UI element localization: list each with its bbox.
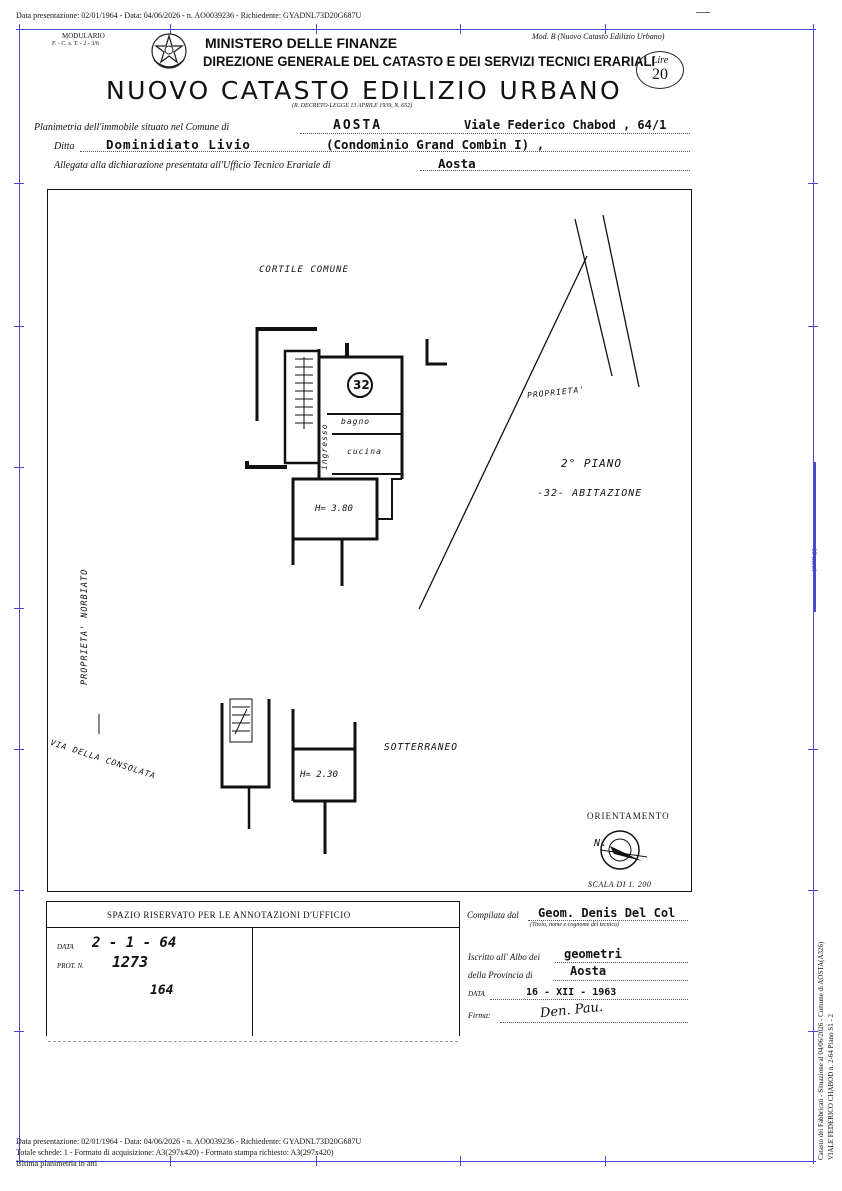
iscritto-dots [555, 962, 688, 963]
row2-ditta: Dominidiato Livio [106, 137, 251, 152]
corner-dash [696, 12, 710, 13]
prot-value: 1273 [112, 953, 149, 971]
row1-label: Planimetria dell'immobile situato nel Co… [34, 122, 230, 133]
bottom-meta-line1: Data presentazione: 02/01/1964 - Data: 0… [16, 1137, 362, 1146]
extra-value: 164 [150, 983, 174, 998]
modulario-sub: F. - C. s. T. - 2 - 3/6 [52, 41, 99, 47]
side-id-label: 10 metri [810, 548, 818, 572]
compilata-label: Compilata dal [467, 910, 519, 920]
annotation-box [46, 901, 460, 1036]
main-title: NUOVO CATASTO EDILIZIO URBANO [106, 76, 623, 105]
ruler-tick [14, 1031, 24, 1032]
ruler-tick [170, 24, 171, 34]
floor-plan-drawing [98, 214, 648, 870]
orientamento-label: ORIENTAMENTO [587, 811, 670, 821]
frame-right-inner [814, 462, 816, 612]
ruler-tick [14, 608, 24, 609]
height-floor: H= 3.80 [315, 504, 353, 514]
ruler-tick [605, 1156, 606, 1166]
ruler-tick [14, 467, 24, 468]
ruler-tick [14, 183, 24, 184]
compilata-value: Geom. Denis Del Col [538, 906, 676, 920]
frame-bottom [16, 1161, 816, 1162]
row3-ufficio: Aosta [438, 156, 476, 171]
direction-title: DIREZIONE GENERALE DEL CATASTO E DEI SER… [203, 54, 656, 69]
stamp-badge: Lire 20 [636, 51, 684, 89]
ruler-tick [14, 749, 24, 750]
row1-dots [300, 133, 690, 134]
mod-b-label: Mod. B (Nuovo Catasto Edilizio Urbano) [532, 32, 665, 41]
row2-dots [80, 151, 690, 152]
compilata-sub: (Titolo, nome e cognome del tecnico) [530, 922, 619, 928]
stamp-line2: 20 [652, 66, 668, 83]
side-right-line1: Catasto dei Fabbricati - Situazione al 0… [817, 941, 825, 1160]
annotation-split [252, 927, 253, 1036]
data-label: DATA [57, 943, 74, 951]
data2-dots [490, 999, 688, 1000]
provincia-label: della Provincia di [468, 970, 533, 980]
compilata-dots [528, 920, 688, 921]
spazio-label: SPAZIO RISERVATO PER LE ANNOTAZIONI D'UF… [107, 910, 351, 920]
abitazione-label: -32- ABITAZIONE [537, 488, 643, 499]
sotterraneo-label: SOTTERRANEO [384, 742, 458, 753]
provincia-dots [553, 980, 688, 981]
iscritto-label: Iscritto all' Albo dei [468, 952, 541, 962]
republic-emblem-icon [151, 33, 187, 69]
side-right-line2: VIALE FEDERICO CHABOD n. 2-64 Piano S1 -… [827, 1013, 835, 1160]
row2-label: Ditta [54, 141, 75, 152]
provincia-value: Aosta [570, 964, 607, 978]
stamp-line1: Lire [651, 55, 669, 66]
decree-text: (R. DECRETO-LEGGE 13 APRILE 1939, N. 652… [292, 103, 413, 109]
frame-right [813, 24, 814, 1164]
bottom-meta-line3: Ultima planimetria in atti [16, 1159, 98, 1168]
ruler-tick [460, 24, 461, 34]
bagno-label: bagno [341, 417, 371, 426]
frame-left [19, 24, 20, 1164]
ruler-tick [14, 890, 24, 891]
height-basement: H= 2.30 [300, 770, 338, 780]
ruler-tick [808, 749, 818, 750]
ruler-tick [14, 326, 24, 327]
north-label: N. [594, 838, 609, 849]
ruler-tick [808, 890, 818, 891]
frame-top [16, 29, 816, 30]
scan-dash [48, 1041, 458, 1042]
ruler-tick [808, 1031, 818, 1032]
ruler-tick [460, 1156, 461, 1166]
row3-dots [420, 170, 690, 171]
ruler-tick [808, 183, 818, 184]
unit-number: 32 [353, 378, 370, 392]
ministry-title: MINISTERO DELLE FINANZE [205, 35, 398, 51]
row3-label: Allegata alla dichiarazione presentata a… [54, 160, 331, 171]
data2-value: 16 - XII - 1963 [526, 987, 617, 998]
bottom-meta-line2: Totale schede: 1 - Formato di acquisizio… [16, 1148, 334, 1157]
firma-value: Den. Pau. [539, 999, 604, 1022]
iscritto-value: geometri [564, 947, 622, 961]
plan-frame [47, 189, 692, 892]
modulario-label: MODULARIO [62, 32, 105, 40]
annotation-divider [46, 927, 460, 928]
row2-condominio: (Condominio Grand Combin I) , [326, 137, 545, 152]
ingresso-label: ingresso [320, 423, 329, 470]
data2-label: DATA [468, 990, 485, 998]
top-meta-line: Data presentazione: 02/01/1964 - Data: 0… [16, 11, 362, 20]
ruler-tick [605, 24, 606, 34]
ruler-tick [170, 1156, 171, 1166]
ruler-tick [316, 1156, 317, 1166]
ruler-tick [808, 326, 818, 327]
cortile-label: CORTILE COMUNE [259, 265, 349, 275]
firma-dots [500, 1022, 688, 1023]
piano-label: 2° PIANO [561, 457, 622, 470]
proprieta-norbiato-label: PROPRIETA' NORBIATO [80, 568, 90, 685]
cucina-label: cucina [347, 447, 382, 456]
firma-label: Firma: [468, 1011, 491, 1020]
row1-via: Viale Federico Chabod , 64/1 [464, 118, 667, 132]
prot-label: PROT. N. [57, 962, 84, 970]
ruler-tick [316, 24, 317, 34]
scala-label: SCALA DI 1. 200 [588, 880, 652, 889]
data-value: 2 - 1 - 64 [92, 935, 177, 951]
row1-comune: AOSTA [333, 118, 383, 133]
